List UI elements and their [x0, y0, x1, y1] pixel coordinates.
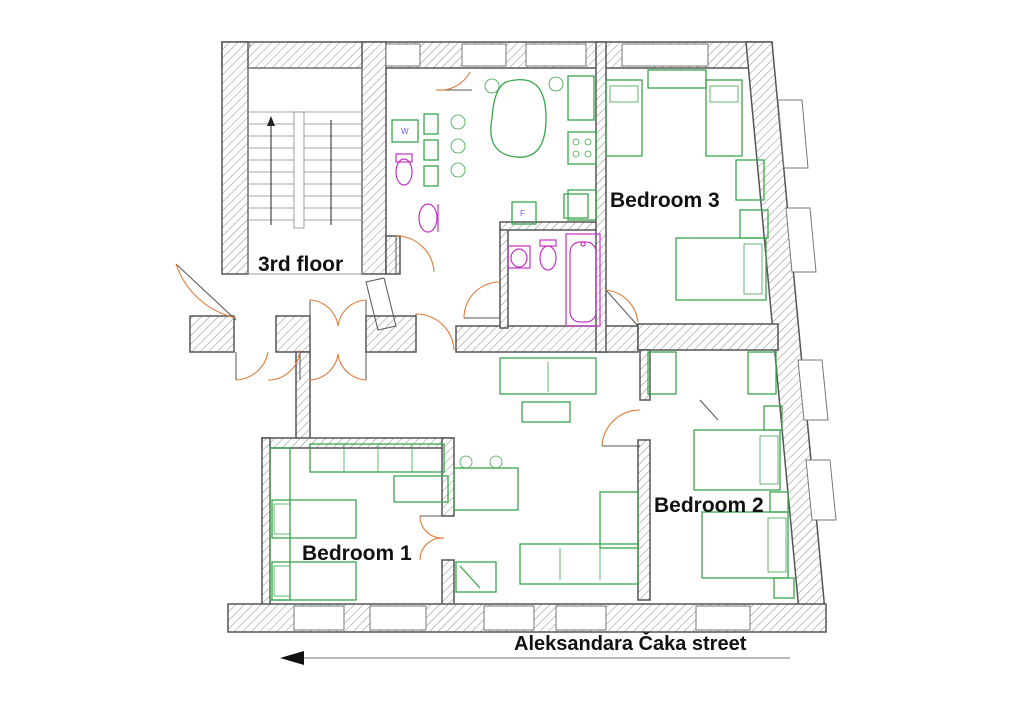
direction-arrow-icon [280, 651, 304, 665]
bedroom3-label: Bedroom 3 [610, 189, 720, 212]
stair-floor-label: 3rd floor [258, 253, 343, 276]
bedroom1-label: Bedroom 1 [302, 542, 412, 565]
bedroom2-label: Bedroom 2 [654, 494, 764, 517]
washer-label: W [401, 127, 409, 136]
street-indicator: Aleksandara Čaka street [280, 631, 790, 665]
fridge-label: F [520, 209, 525, 218]
furniture: W F [269, 69, 795, 601]
walls [189, 41, 837, 633]
staircase [247, 67, 363, 275]
sanitary [395, 153, 601, 327]
doors [175, 71, 719, 561]
street-label: Aleksandara Čaka street [514, 631, 747, 655]
